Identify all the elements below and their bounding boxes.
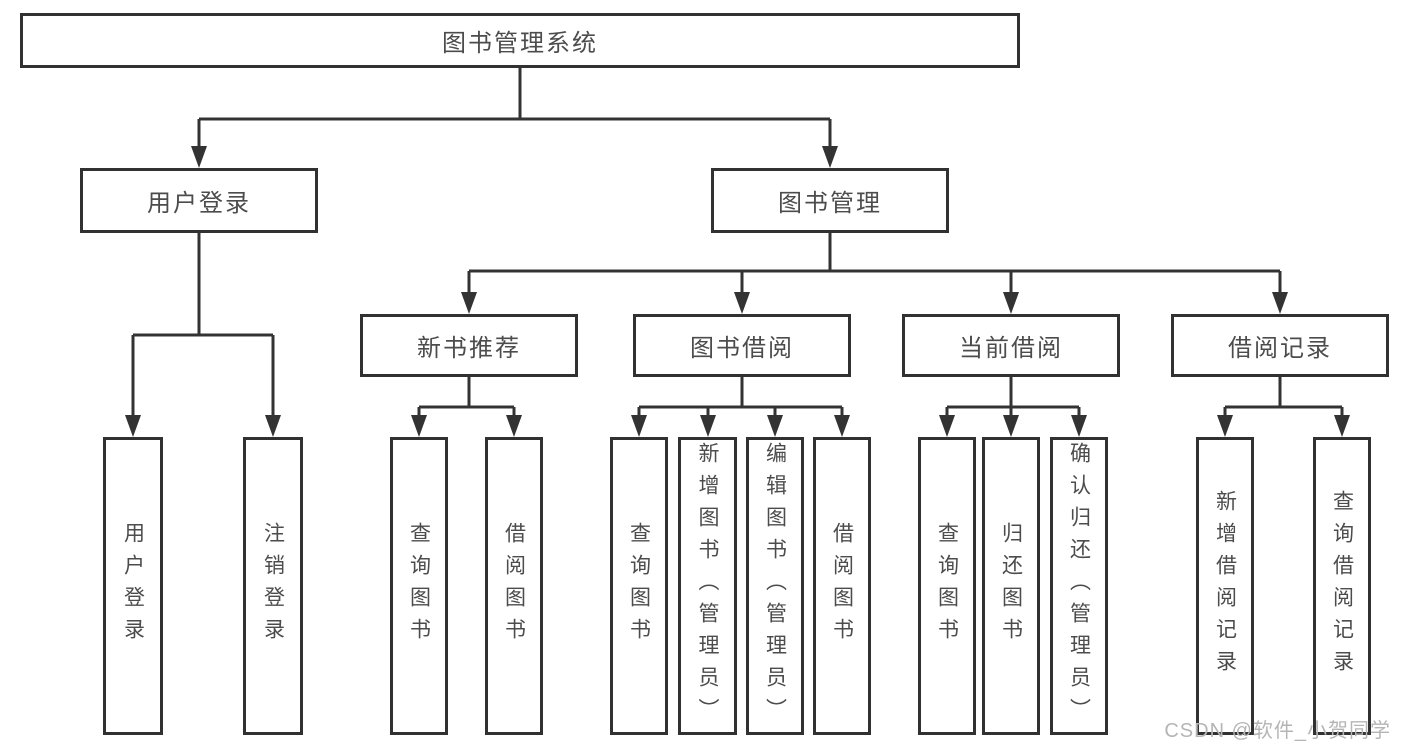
leaf-query-book-recommend: 查询图书	[390, 437, 448, 735]
leaf-edit-book-admin: 编辑图书（管理员）	[746, 437, 804, 735]
leaf-query-book-recommend-label: 查询图书	[407, 522, 431, 650]
node-current-borrow: 当前借阅	[902, 314, 1120, 377]
tree-edges	[131, 68, 1344, 416]
leaf-logout-label: 注销登录	[261, 522, 285, 650]
node-new-book-recommend: 新书推荐	[360, 314, 578, 377]
leaf-query-book-current-label: 查询图书	[935, 522, 959, 650]
leaf-add-borrow-record: 新增借阅记录	[1196, 437, 1254, 735]
leaf-return-book-label: 归还图书	[999, 522, 1023, 650]
leaf-add-book-admin: 新增图书（管理员）	[678, 437, 737, 735]
leaf-logout: 注销登录	[243, 437, 303, 735]
leaf-query-book-borrow-label: 查询图书	[627, 522, 651, 650]
leaf-query-borrow-record-label: 查询借阅记录	[1330, 490, 1354, 682]
node-root: 图书管理系统	[20, 13, 1020, 68]
node-borrow-records: 借阅记录	[1171, 314, 1389, 377]
leaf-borrow-book-recommend-label: 借阅图书	[502, 522, 526, 650]
leaf-return-book: 归还图书	[982, 437, 1040, 735]
leaf-add-borrow-record-label: 新增借阅记录	[1213, 490, 1237, 682]
leaf-query-borrow-record: 查询借阅记录	[1313, 437, 1371, 735]
leaf-borrow-book: 借阅图书	[813, 437, 871, 735]
leaf-user-login: 用户登录	[103, 437, 163, 735]
leaf-query-book-borrow: 查询图书	[610, 437, 668, 735]
leaf-query-book-current: 查询图书	[918, 437, 976, 735]
leaf-borrow-book-recommend: 借阅图书	[485, 437, 543, 735]
node-book-management: 图书管理	[711, 168, 949, 233]
node-user-login: 用户登录	[80, 168, 318, 233]
leaf-borrow-book-label: 借阅图书	[830, 522, 854, 650]
leaf-confirm-return-admin: 确认归还（管理员）	[1050, 437, 1108, 735]
leaf-add-book-admin-label: 新增图书（管理员）	[696, 442, 719, 730]
leaf-user-login-label: 用户登录	[121, 522, 145, 650]
node-book-borrow: 图书借阅	[633, 314, 851, 377]
leaf-confirm-return-admin-label: 确认归还（管理员）	[1067, 442, 1091, 730]
leaf-edit-book-admin-label: 编辑图书（管理员）	[763, 442, 787, 730]
